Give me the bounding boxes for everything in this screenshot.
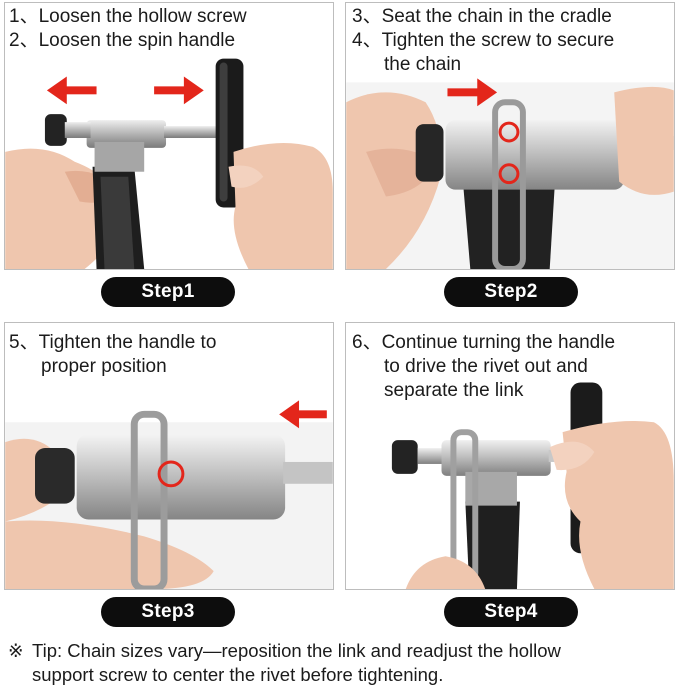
step4-label: Step4 [444,597,578,627]
caption-line: 5、Tighten the handle to [9,332,217,353]
step4-panel: 6、Continue turning the handle to drive t… [345,322,675,590]
tip-line-1: Tip: Chain sizes vary—reposition the lin… [32,640,561,661]
caption-line: 3、Seat the chain in the cradle [352,6,612,27]
tip-note: ※ Tip: Chain sizes vary—reposition the li… [8,639,672,687]
step2-photo [346,78,674,269]
tip-line-2: support screw to center the rivet before… [32,664,444,685]
caption-line: proper position [41,356,167,377]
caption-line: 1、Loosen the hollow screw [9,6,247,27]
caption-line: 4、Tighten the screw to secure [352,30,615,51]
right-arrow-icon [447,78,498,107]
step2-panel: 3、Seat the chain in the cradle 4、Tighten… [345,2,675,270]
caption-line: the chain [384,54,462,75]
step1-panel: 1、Loosen the hollow screw 2、Loosen the s… [4,2,334,270]
step3-label: Step3 [101,597,235,627]
right-arrow-icon [154,76,204,105]
caption-line: 6、Continue turning the handle [352,332,616,353]
caption-line: to drive the rivet out and [384,356,588,377]
step3-caption: 5、Tighten the handle to proper position [9,331,216,379]
step4-photo [391,382,674,589]
step1-caption: 1、Loosen the hollow screw 2、Loosen the s… [9,5,247,53]
step2-caption: 3、Seat the chain in the cradle 4、Tighten… [352,5,614,77]
caption-line: 2、Loosen the spin handle [9,30,236,51]
step2-label: Step2 [444,277,578,307]
left-arrow-icon [46,76,97,105]
step3-photo [5,400,333,589]
step1-photo [5,58,333,269]
step3-panel: 5、Tighten the handle to proper position [4,322,334,590]
caption-line: separate the link [384,380,524,401]
step4-caption: 6、Continue turning the handle to drive t… [352,331,615,403]
left-arrow-icon [279,400,327,429]
tip-symbol: ※ [8,640,24,661]
step1-label: Step1 [101,277,235,307]
